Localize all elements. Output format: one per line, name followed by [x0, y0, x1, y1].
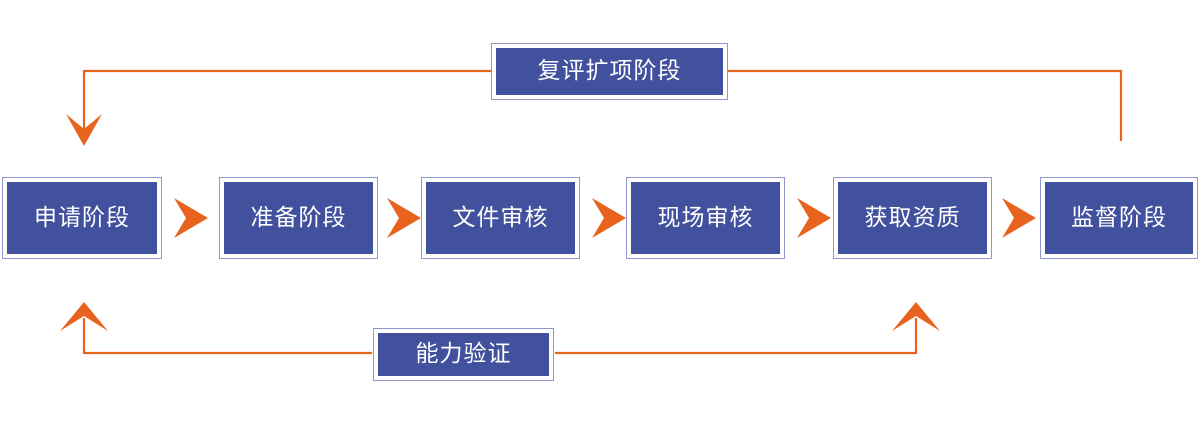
arrowhead-up-right-icon — [892, 302, 940, 331]
chevron-right-icon-2 — [387, 198, 421, 238]
proficiency-loop-connector — [60, 302, 940, 355]
arrowhead-down-icon — [66, 114, 102, 146]
side-box-proficiency[interactable]: 能力验证 — [373, 328, 554, 381]
stage-label-site-audit: 现场审核 — [657, 203, 754, 230]
side-label-proficiency: 能力验证 — [415, 340, 512, 366]
reassessment-loop-connector — [66, 69, 1123, 146]
chevron-right-icon-1 — [174, 198, 208, 238]
chevron-right-icon-4 — [797, 198, 831, 238]
stage-box-doc-review[interactable]: 文件审核 — [421, 177, 580, 259]
side-box-reassessment[interactable]: 复评扩项阶段 — [491, 43, 728, 100]
arrowhead-up-left-icon — [60, 302, 108, 331]
stage-label-supervision: 监督阶段 — [1071, 203, 1167, 230]
stage-box-site-audit[interactable]: 现场审核 — [626, 177, 785, 259]
stage-label-apply: 申请阶段 — [34, 203, 130, 230]
stage-label-get-cert: 获取资质 — [864, 203, 961, 230]
stage-box-prepare[interactable]: 准备阶段 — [219, 177, 378, 259]
stage-label-doc-review: 文件审核 — [452, 203, 549, 230]
chevron-right-icon-3 — [592, 198, 626, 238]
stage-label-prepare: 准备阶段 — [250, 203, 347, 230]
stage-box-apply[interactable]: 申请阶段 — [2, 177, 162, 259]
stage-box-supervision[interactable]: 监督阶段 — [1040, 177, 1198, 259]
stage-box-get-cert[interactable]: 获取资质 — [833, 177, 992, 259]
side-label-reassessment: 复评扩项阶段 — [537, 57, 682, 83]
chevron-right-icon-5 — [1002, 198, 1036, 238]
